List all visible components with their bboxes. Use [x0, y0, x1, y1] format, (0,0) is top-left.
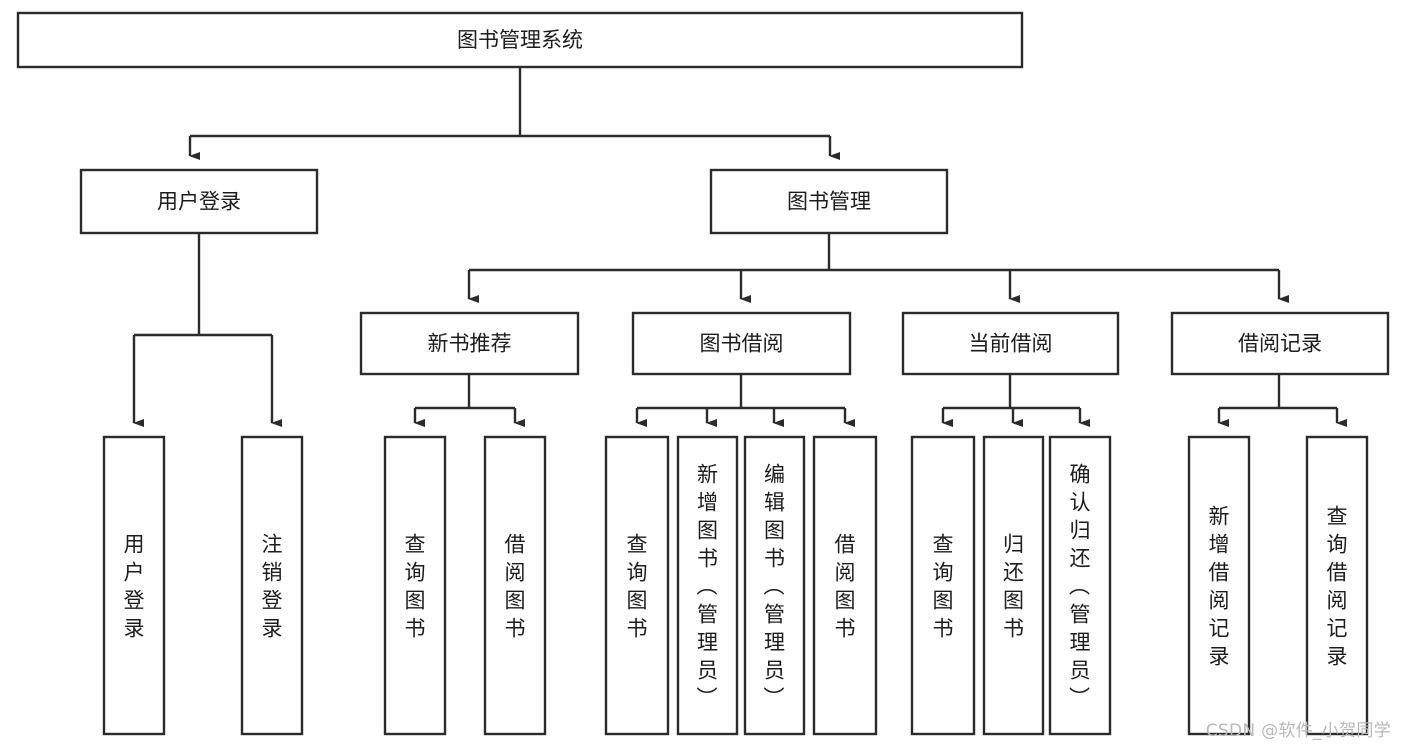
node-label-leaf-edit-book: 编辑图书（管理员）: [764, 462, 786, 710]
node-box-leaf-user-login[interactable]: [102, 435, 166, 736]
node-label-leaf-query-book: 查询图书: [627, 532, 648, 640]
node-box-leaf-query-record[interactable]: [1305, 435, 1369, 736]
node-leaf-query-record[interactable]: 查询借阅记录: [1305, 435, 1369, 736]
node-label-n-book-mgmt: 图书管理: [787, 190, 871, 214]
connector-current-borrow-to-leaves: [941, 374, 1090, 428]
node-leaf-borrow-book[interactable]: 借阅图书: [812, 435, 878, 736]
node-box-leaf-logout[interactable]: [240, 435, 304, 736]
node-label-leaf-confirm-return: 确认归还（管理员）: [1069, 462, 1091, 710]
node-label-leaf-query-book-cur: 查询图书: [933, 532, 954, 640]
node-label-leaf-return-book: 归还图书: [1003, 532, 1024, 640]
node-box-leaf-query-book[interactable]: [604, 435, 670, 736]
node-box-leaf-confirm-return[interactable]: [1048, 435, 1112, 736]
connector-root-to-level1: [188, 67, 840, 161]
node-n-book-borrow[interactable]: 图书借阅: [631, 311, 852, 376]
connector-book-mgmt-to-level2: [467, 233, 1289, 304]
node-leaf-query-book[interactable]: 查询图书: [604, 435, 670, 736]
node-n-new-book-rec[interactable]: 新书推荐: [359, 311, 580, 376]
node-label-leaf-query-record: 查询借阅记录: [1327, 504, 1348, 668]
node-box-n-user-login[interactable]: [79, 168, 319, 235]
node-n-borrow-record[interactable]: 借阅记录: [1170, 311, 1390, 376]
node-box-root[interactable]: [16, 11, 1024, 69]
node-label-n-book-borrow: 图书借阅: [700, 332, 784, 356]
node-box-n-book-borrow[interactable]: [631, 311, 852, 376]
node-leaf-confirm-return[interactable]: 确认归还（管理员）: [1048, 435, 1112, 736]
node-box-n-current-borrow[interactable]: [901, 311, 1120, 376]
node-box-leaf-query-book-rec[interactable]: [383, 435, 447, 736]
node-root[interactable]: 图书管理系统: [16, 11, 1024, 69]
node-label-n-current-borrow: 当前借阅: [969, 332, 1053, 356]
node-label-leaf-user-login: 用户登录: [124, 532, 145, 640]
node-leaf-return-book[interactable]: 归还图书: [982, 435, 1045, 736]
node-label-leaf-logout: 注销登录: [262, 532, 283, 640]
node-label-leaf-add-book: 新增图书（管理员）: [697, 462, 719, 710]
node-n-book-mgmt[interactable]: 图书管理: [709, 168, 949, 235]
node-label-leaf-add-record: 新增借阅记录: [1209, 504, 1230, 668]
node-label-root: 图书管理系统: [457, 28, 583, 52]
node-box-leaf-return-book[interactable]: [982, 435, 1045, 736]
node-label-leaf-query-book-rec: 查询图书: [405, 532, 426, 640]
node-box-leaf-edit-book[interactable]: [743, 435, 806, 736]
node-leaf-user-login[interactable]: 用户登录: [102, 435, 166, 736]
node-box-n-book-mgmt[interactable]: [709, 168, 949, 235]
node-leaf-edit-book[interactable]: 编辑图书（管理员）: [743, 435, 806, 736]
node-n-user-login[interactable]: 用户登录: [79, 168, 319, 235]
node-leaf-borrow-book-rec[interactable]: 借阅图书: [483, 435, 547, 736]
node-box-leaf-query-book-cur[interactable]: [910, 435, 976, 736]
connector-borrow-record-to-leaves: [1217, 374, 1347, 428]
node-leaf-logout[interactable]: 注销登录: [240, 435, 304, 736]
node-box-n-new-book-rec[interactable]: [359, 311, 580, 376]
connector-new-book-rec-to-leaves: [413, 374, 525, 428]
node-box-leaf-borrow-book-rec[interactable]: [483, 435, 547, 736]
node-box-leaf-add-record[interactable]: [1187, 435, 1251, 736]
node-label-n-new-book-rec: 新书推荐: [428, 332, 512, 356]
node-n-current-borrow[interactable]: 当前借阅: [901, 311, 1120, 376]
watermark-text: CSDN @软件_小贺同学: [1205, 721, 1391, 741]
node-leaf-add-book[interactable]: 新增图书（管理员）: [676, 435, 739, 736]
nodes-layer: 图书管理系统用户登录图书管理新书推荐图书借阅当前借阅借阅记录用户登录注销登录查询…: [16, 11, 1390, 736]
node-leaf-query-book-rec[interactable]: 查询图书: [383, 435, 447, 736]
node-leaf-add-record[interactable]: 新增借阅记录: [1187, 435, 1251, 736]
node-box-leaf-borrow-book[interactable]: [812, 435, 878, 736]
node-label-leaf-borrow-book-rec: 借阅图书: [505, 532, 526, 640]
node-box-n-borrow-record[interactable]: [1170, 311, 1390, 376]
connector-user-login-to-leaves: [132, 233, 282, 428]
node-box-leaf-add-book[interactable]: [676, 435, 739, 736]
node-leaf-query-book-cur[interactable]: 查询图书: [910, 435, 976, 736]
node-label-leaf-borrow-book: 借阅图书: [835, 532, 856, 640]
node-label-n-user-login: 用户登录: [157, 190, 241, 214]
node-label-n-borrow-record: 借阅记录: [1238, 332, 1322, 356]
connector-book-borrow-to-leaves: [635, 374, 855, 428]
